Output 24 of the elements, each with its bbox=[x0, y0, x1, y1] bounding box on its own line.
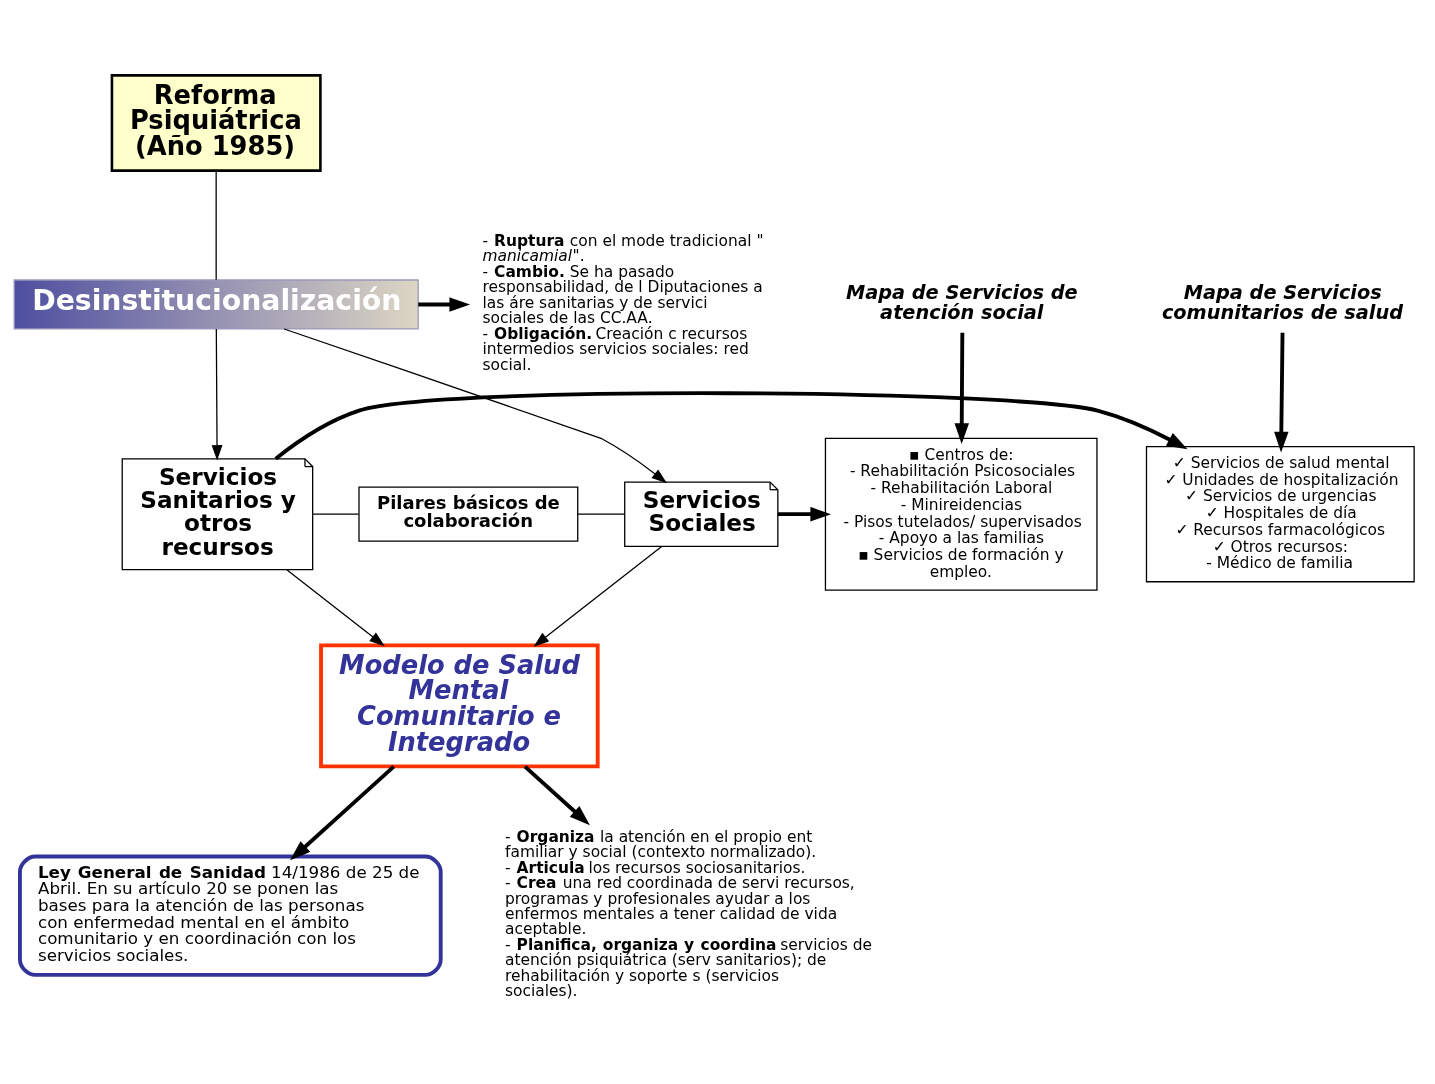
arrow bbox=[533, 545, 662, 647]
connector bbox=[215, 169, 217, 280]
arrow bbox=[954, 332, 969, 444]
arrow bbox=[289, 764, 395, 860]
node-box: ✓ Servicios de salud mental ✓ Unidades de hospitalización ✓ Servicios de urgencias ✓ Hospitales de día ✓ Recursos farmacológicos ✓ Otros recursos: - Médico de familia bbox=[1145, 445, 1415, 582]
node-box: Modelo de Salud Mental Comunitario e Integrado bbox=[318, 643, 600, 768]
arrow bbox=[283, 327, 667, 483]
node-text: - Ruptura con el mode tradicional "manicamial". - Cambio. Se ha pasado responsabilidad, de l Diputaciones a las áre sanitarias y de servici sociales de las CC.AA. - Obligación. Creación c recursos intermedios servicios sociales: red social. bbox=[482, 231, 763, 374]
arrow bbox=[777, 506, 831, 521]
connector bbox=[576, 513, 625, 515]
node-text: - Organiza la atención en el propio ent familiar y social (contexto normalizado). - Articula los recursos sociosanitarios. - Crea una red coordinada de servi recursos, programas y profesionales ayudar a los enfermos mentales a tener calidad de vida aceptable. - Planifica, organiza y coordina servicios de atención psiquiátrica (serv sanitarios); de rehabilitación y soporte s (servicios sociales). bbox=[504, 827, 872, 1000]
connector bbox=[311, 513, 359, 515]
arrow bbox=[1273, 332, 1289, 452]
arrow bbox=[417, 296, 470, 312]
node-box: Pilares básicos de colaboración bbox=[357, 486, 578, 542]
node-text: Mapa de Servicios comunitarios de salud bbox=[1161, 280, 1403, 324]
arrow bbox=[523, 764, 590, 825]
node-box: ▪ Centros de: - Rehabilitación Psicosociales - Rehabilitación Laboral - Minireidencias - Pisos tutelados/ supervisados - Apoyo a las familias ▪ Servicios de formación y empleo. bbox=[824, 437, 1098, 591]
node-box: Reforma Psiquiátrica (Año 1985) bbox=[110, 73, 322, 172]
arrow bbox=[274, 390, 1187, 460]
arrow bbox=[285, 568, 385, 646]
arrow bbox=[211, 327, 222, 461]
node-text: Mapa de Servicios de atención social bbox=[845, 280, 1078, 324]
node-box: Ley General de Sanidad 14/1986 de 25 de Abril. En su artículo 20 se ponen las bases para la atención de las personas con enfermedad mental en el ámbito comunitario y en coordinación con los servicios sociales. bbox=[17, 854, 443, 977]
